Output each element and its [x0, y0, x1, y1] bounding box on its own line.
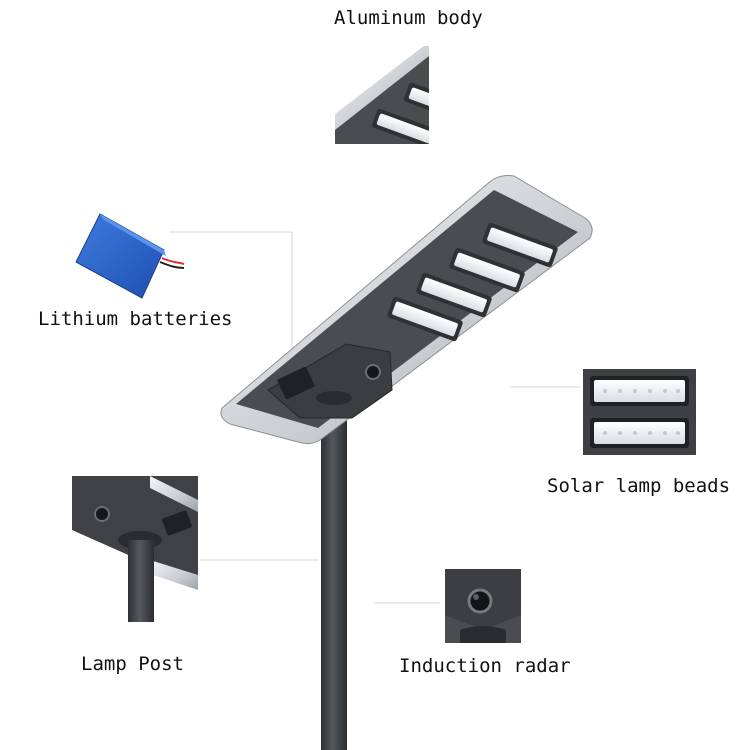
label-lithium-batteries: Lithium batteries — [38, 308, 233, 330]
street-lamp-head — [220, 175, 593, 445]
lamp-pole — [315, 398, 353, 750]
led-modules — [387, 222, 558, 342]
lithium-battery-icon — [75, 213, 185, 299]
label-lamp-post: Lamp Post — [81, 653, 184, 675]
lamp-post-inset — [72, 476, 198, 622]
label-induction-radar: Induction radar — [399, 655, 571, 677]
label-solar-lamp-beads: Solar lamp beads — [547, 475, 731, 497]
radar-sensor-icon — [365, 364, 381, 380]
aluminum-body-inset — [335, 46, 429, 144]
induction-radar-inset — [445, 569, 521, 643]
solar-lamp-beads-inset — [583, 369, 696, 455]
label-aluminum-body: Aluminum body — [334, 7, 483, 29]
